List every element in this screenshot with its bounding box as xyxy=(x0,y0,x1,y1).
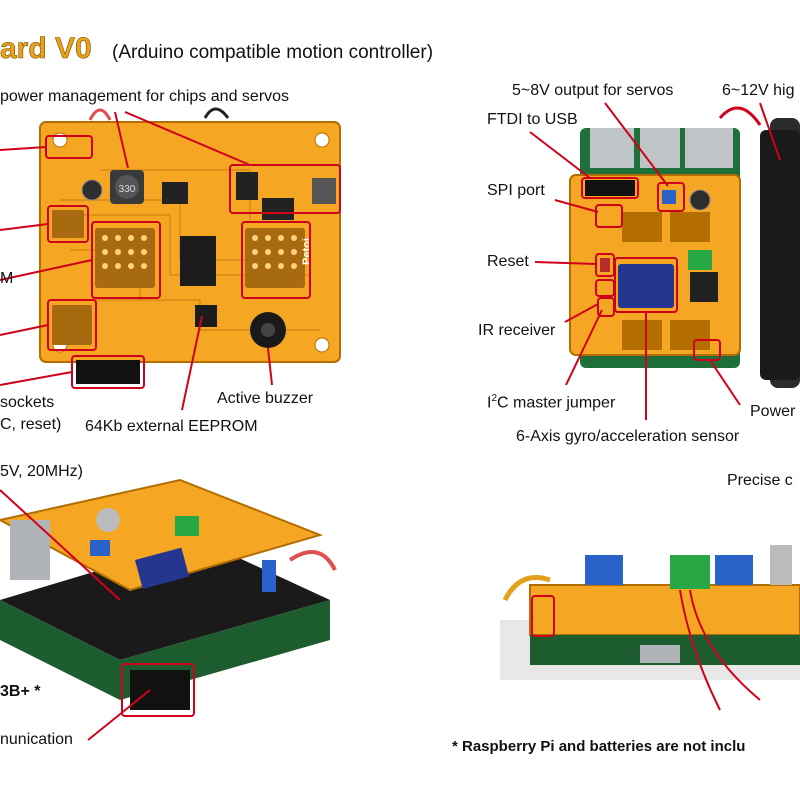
label-high-voltage: 6~12V hig xyxy=(722,82,795,99)
label-eeprom: 64Kb external EEPROM xyxy=(85,418,258,435)
board-on-pi xyxy=(529,102,800,420)
label-sockets: sockets xyxy=(0,394,55,411)
label-active-buzzer: Active buzzer xyxy=(217,390,314,407)
board-perspective-left xyxy=(0,478,337,741)
label-precise: Precise c xyxy=(727,472,793,489)
label-ftdi: FTDI to USB xyxy=(487,111,578,128)
page-subtitle: (Arduino compatible motion controller) xyxy=(112,42,434,63)
label-communication: nunication xyxy=(0,731,73,748)
label-pi: 3B+ * xyxy=(0,683,41,700)
label-ir-receiver: IR receiver xyxy=(478,322,556,339)
page-title: ard V0 xyxy=(0,32,92,66)
label-power: Power xyxy=(750,403,796,420)
label-reset: Reset xyxy=(487,253,529,270)
label-c-reset: C, reset) xyxy=(0,416,62,433)
label-i2c-jumper: I2C master jumper xyxy=(487,393,616,412)
label-spi: SPI port xyxy=(487,182,545,199)
board-top-view: 330 Petoi xyxy=(0,107,341,411)
board-side-view xyxy=(500,545,800,711)
label-mcu: 5V, 20MHz) xyxy=(0,463,83,480)
label-gyro: 6-Axis gyro/acceleration sensor xyxy=(516,428,740,445)
footnote: * Raspberry Pi and batteries are not inc… xyxy=(452,738,746,755)
label-servo-output: 5~8V output for servos xyxy=(512,82,674,99)
inductor-marking: 330 xyxy=(119,184,136,195)
brand-marking: Petoi xyxy=(301,238,313,265)
label-m: M xyxy=(0,270,14,287)
label-power-management: power management for chips and servos xyxy=(0,88,290,105)
